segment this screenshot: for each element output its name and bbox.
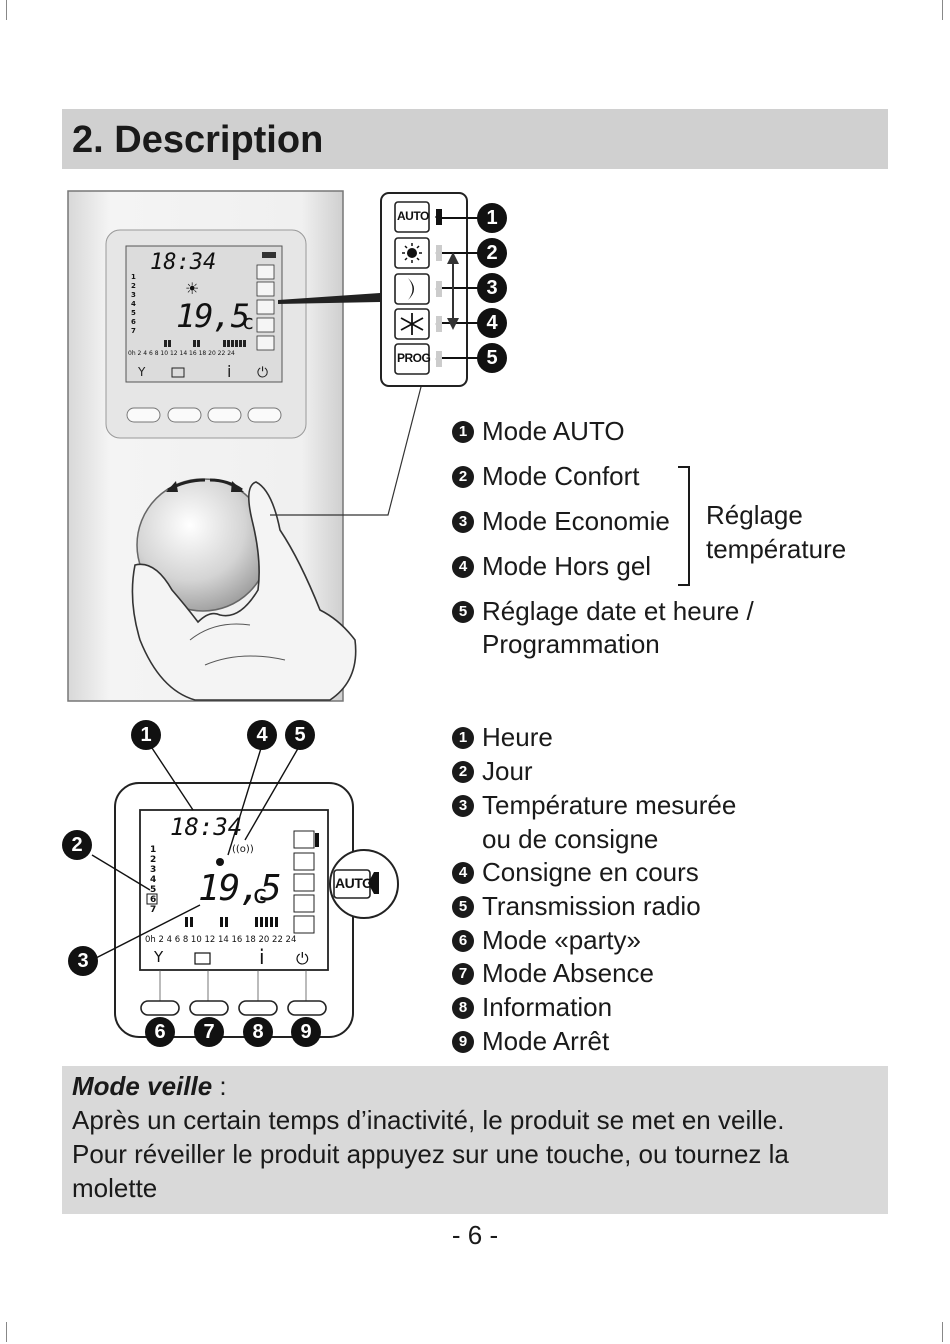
program-bars <box>164 340 246 347</box>
crop-mark <box>6 1322 7 1342</box>
note-line: molette <box>72 1173 158 1203</box>
svg-text:7: 7 <box>150 905 156 915</box>
crop-mark <box>6 0 7 20</box>
crop-mark <box>942 0 943 20</box>
crop-mark <box>942 1322 943 1342</box>
svg-text:i: i <box>259 945 265 969</box>
device-button <box>167 407 202 423</box>
callout-b4: 4 <box>247 720 277 750</box>
lcd-bottom-temperature: 19,5 <box>198 868 282 909</box>
note-title: Mode veille <box>72 1071 213 1101</box>
section-title: 2. Description <box>72 119 324 161</box>
callout-4: 4 <box>477 308 507 338</box>
svg-text:4: 4 <box>150 875 156 885</box>
auto-zoom-label: AUTO <box>335 875 373 891</box>
callout-5: 5 <box>477 343 507 373</box>
callout-2: 2 <box>477 238 507 268</box>
callout-b1: 1 <box>131 720 161 750</box>
prog-button[interactable]: PROG <box>397 351 431 365</box>
note-box: Mode veille : Après un certain temps d’i… <box>62 1066 888 1214</box>
hand-illustration <box>131 481 357 701</box>
lcd-time: 18:34 <box>150 250 217 275</box>
note-line: Pour réveiller le produit appuyez sur un… <box>72 1139 789 1169</box>
device-button <box>126 407 161 423</box>
auto-button[interactable]: AUTO <box>397 209 429 223</box>
svg-text:⏻: ⏻ <box>257 365 268 381</box>
lcd-hours-scale: 0h 2 4 6 8 10 12 14 16 18 20 22 24 <box>128 350 235 357</box>
svg-text:0h 2 4 6 8 10 12 14 16 18 2: 0h 2 4 6 8 10 12 14 16 18 20 22 24 <box>145 935 296 945</box>
svg-text:((o)): ((o)) <box>232 844 254 855</box>
svg-text:2: 2 <box>150 855 156 865</box>
svg-text:Y: Y <box>153 948 164 966</box>
callout-b8: 8 <box>243 1017 273 1047</box>
note-line: Après un certain temps d’inactivité, le … <box>72 1105 785 1135</box>
device-button <box>247 407 282 423</box>
sun-icon-lcd: ☀ <box>185 279 200 298</box>
battery-icon <box>262 252 276 258</box>
svg-text:Y: Y <box>137 365 146 379</box>
callout-1: 1 <box>477 203 507 233</box>
bracket <box>678 466 690 586</box>
callout-b3: 3 <box>68 946 98 976</box>
svg-text:6: 6 <box>150 895 156 905</box>
program-bars-bottom <box>185 917 278 927</box>
device-button <box>207 407 242 423</box>
dial-knob <box>136 478 270 612</box>
section-header: 2. Description <box>62 109 888 169</box>
lcd-bottom-unit: c <box>252 880 268 910</box>
svg-text:⏻: ⏻ <box>296 949 309 968</box>
callout-b6: 6 <box>145 1017 175 1047</box>
svg-text:1: 1 <box>150 845 156 855</box>
callout-b5: 5 <box>285 720 315 750</box>
svg-text:5: 5 <box>150 885 156 895</box>
lcd-unit: c <box>242 310 255 334</box>
svg-text:3: 3 <box>150 865 156 875</box>
note-title-line: Mode veille : <box>72 1071 227 1101</box>
page-number: - 6 - <box>451 1220 499 1250</box>
callout-b2: 2 <box>62 830 92 860</box>
callout-b9: 9 <box>291 1017 321 1047</box>
callout-b7: 7 <box>194 1017 224 1047</box>
lcd-temperature: 19,5 <box>176 297 250 335</box>
lcd-bottom-time: 18:34 <box>170 813 243 841</box>
svg-text:i: i <box>227 362 231 381</box>
bracket-label: Réglage température <box>706 500 847 564</box>
callout-3: 3 <box>477 273 507 303</box>
